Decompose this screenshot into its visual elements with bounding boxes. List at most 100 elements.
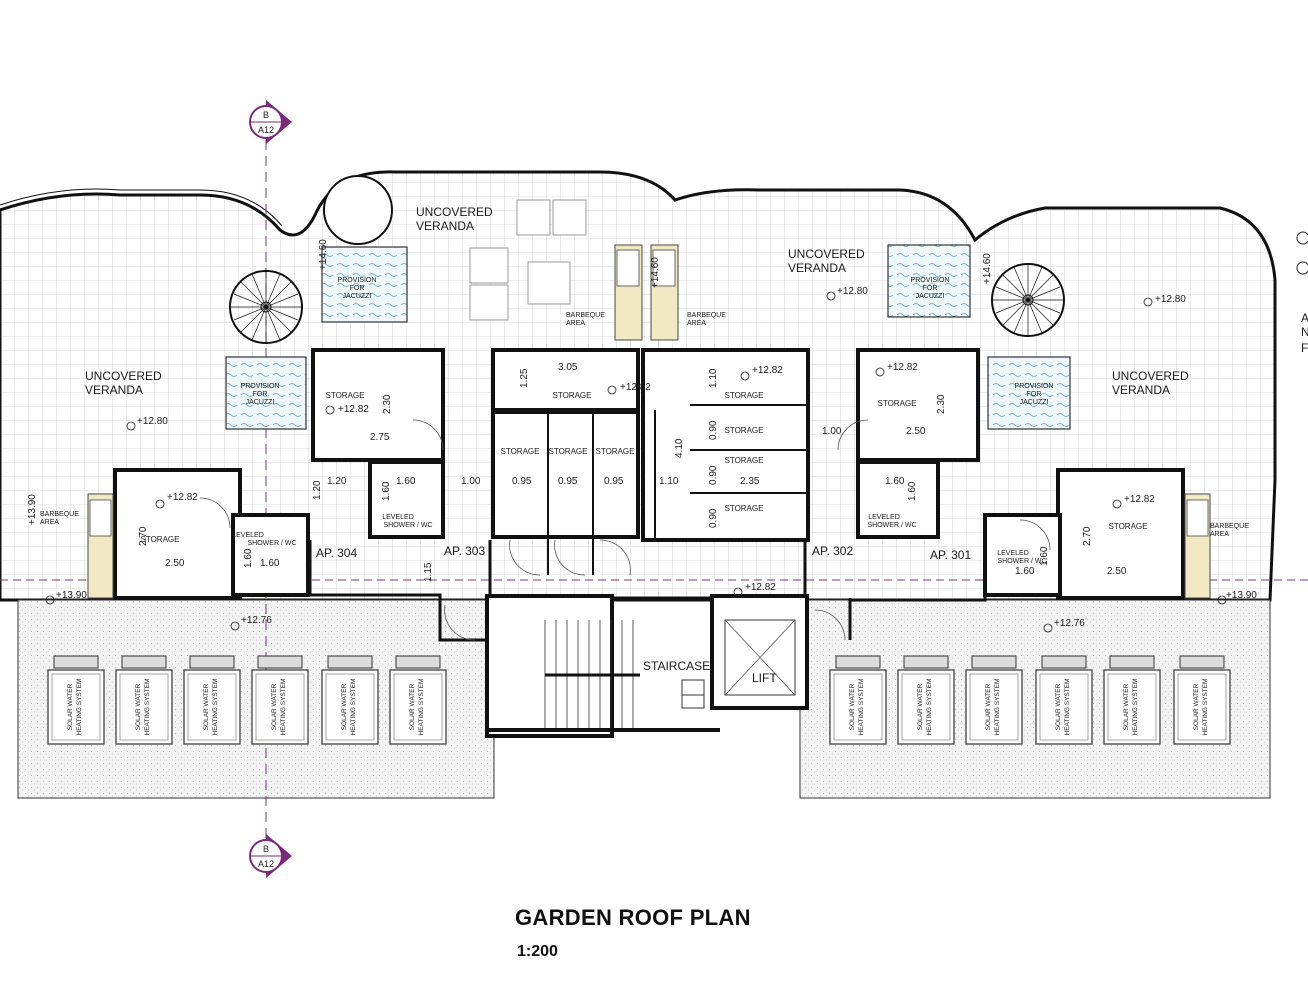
solar-label-line2: HEATING SYSTEM (144, 679, 151, 736)
solar-label-line2: HEATING SYSTEM (76, 679, 83, 736)
solar-label-line2: HEATING SYSTEM (1202, 679, 1209, 736)
section-marker-top: B A12 (249, 100, 292, 144)
level-mark: +12.80 (1155, 294, 1186, 305)
solar-label-line2: HEATING SYSTEM (994, 679, 1001, 736)
spiral-stair-left-icon (229, 270, 303, 344)
shower-label: LEVELED (868, 514, 900, 521)
solar-label-line2: HEATING SYSTEM (1064, 679, 1071, 736)
veranda-label-2b: VERANDA (416, 219, 474, 233)
storage-label: STORAGE (553, 391, 592, 400)
shower-label: LEVELED (232, 532, 264, 539)
storage-label: STORAGE (141, 535, 180, 544)
level-mark-vertical: +14.60 (982, 253, 993, 284)
dimension: 1.15 (423, 562, 434, 582)
dimension: 2.70 (138, 526, 149, 546)
storage-label: STORAGE (1109, 522, 1148, 531)
shower-label: SHOWER / WC (868, 522, 917, 529)
barbeque-label: AREA (1210, 531, 1229, 538)
round-feature-icon (323, 175, 393, 245)
solar-label-line1: SOLAR WATER (1123, 683, 1130, 730)
dimension: 1.60 (907, 481, 918, 501)
dimension: 1.10 (708, 368, 719, 388)
jacuzzi-label: PROVISION (241, 383, 280, 390)
edge-letter: N (1301, 325, 1308, 339)
jacuzzi-label: PROVISION (338, 277, 377, 284)
dimension: 0.90 (708, 420, 719, 440)
barbeque-label: AREA (687, 320, 706, 327)
lift-label: LIFT (752, 671, 777, 685)
shower-label: SHOWER / WC (384, 522, 433, 529)
building-walls (113, 348, 1185, 600)
solar-label-line2: HEATING SYSTEM (1132, 679, 1139, 736)
veranda-label-1b: VERANDA (85, 383, 143, 397)
shower-label: LEVELED (382, 514, 414, 521)
barbeque-label: AREA (566, 320, 585, 327)
solar-label-line1: SOLAR WATER (849, 683, 856, 730)
section-letter-bottom: B (263, 844, 269, 854)
veranda-label-4b: VERANDA (1112, 383, 1170, 397)
storage-label: STORAGE (725, 426, 764, 435)
dimension: 2.75 (370, 432, 390, 443)
solar-label-line1: SOLAR WATER (1193, 683, 1200, 730)
barbeque-label: AREA (40, 519, 59, 526)
dimension: 1.60 (1015, 566, 1035, 577)
dimension: 0.95 (558, 476, 578, 487)
solar-label-line2: HEATING SYSTEM (418, 679, 425, 736)
dimension: 1.60 (243, 548, 254, 568)
storage-label: STORAGE (725, 456, 764, 465)
solar-label-line2: HEATING SYSTEM (280, 679, 287, 736)
dimension: 2.30 (382, 394, 393, 414)
veranda-label-4: UNCOVERED (1112, 369, 1189, 383)
dimension: 1.00 (461, 476, 481, 487)
section-marker-bottom: B A12 (249, 834, 292, 878)
staircase (485, 594, 720, 738)
dimension: 3.05 (558, 362, 578, 373)
level-mark: +12.82 (167, 492, 198, 503)
dimension: 1.60 (260, 558, 280, 569)
lift-shaft (710, 594, 809, 710)
dimension: 1.25 (519, 368, 530, 388)
level-mark: +13.90 (56, 590, 87, 601)
solar-label-line1: SOLAR WATER (985, 683, 992, 730)
dimension: 0.90 (708, 465, 719, 485)
staircase-label: STAIRCASE (643, 659, 710, 673)
solar-label-line1: SOLAR WATER (135, 683, 142, 730)
solar-label-line1: SOLAR WATER (67, 683, 74, 730)
dimension: 2.35 (740, 476, 760, 487)
jacuzzi-label: PROVISION (911, 277, 950, 284)
solar-label-line1: SOLAR WATER (917, 683, 924, 730)
drawing-title: GARDEN ROOF PLAN (515, 905, 751, 930)
dimension: 1.60 (1039, 546, 1050, 566)
dimension: 2.50 (1107, 566, 1127, 577)
jacuzzi-label: PROVISION (1015, 383, 1054, 390)
storage-label: STORAGE (725, 504, 764, 513)
solar-label-line1: SOLAR WATER (271, 683, 278, 730)
dimension: 1.00 (822, 426, 842, 437)
spiral-stair-right-icon (991, 263, 1065, 337)
barbeque-label: BARBEQUE (40, 511, 79, 518)
solar-label-line1: SOLAR WATER (409, 683, 416, 730)
edge-letter: A (1301, 311, 1308, 325)
dimension: 2.50 (165, 558, 185, 569)
level-mark: +12.82 (887, 362, 918, 373)
level-mark: +12.80 (137, 416, 168, 427)
storage-label: STORAGE (326, 391, 365, 400)
dimension: 1.10 (659, 476, 679, 487)
apartment-label-302: AP. 302 (812, 544, 853, 558)
storage-label: STORAGE (501, 447, 540, 456)
solar-label-line1: SOLAR WATER (203, 683, 210, 730)
level-mark: +12.76 (1054, 618, 1085, 629)
dimension: 1.20 (312, 480, 323, 500)
storage-label: STORAGE (549, 447, 588, 456)
